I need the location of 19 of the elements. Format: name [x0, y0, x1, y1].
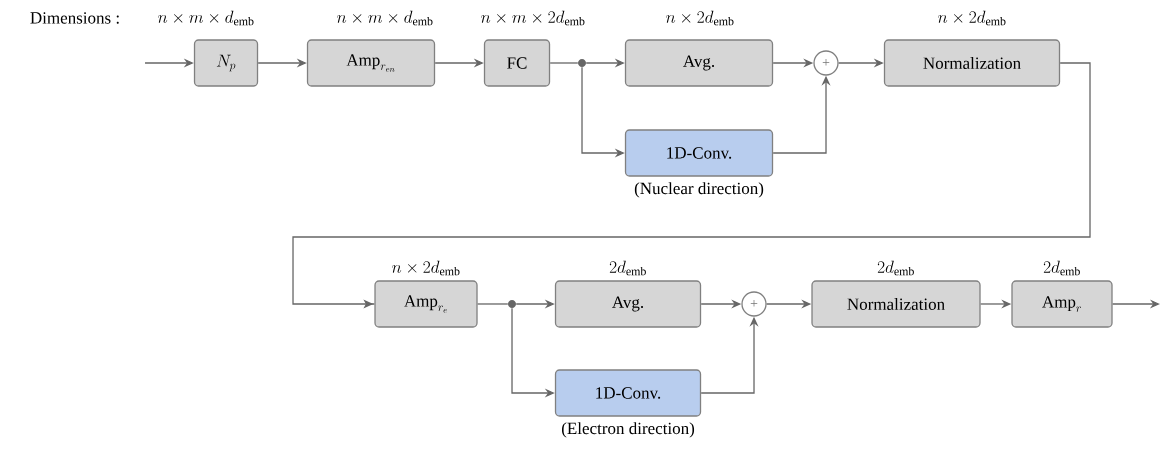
dimension-label: $n \times 2d_{\mathrm{emb}}$ [666, 10, 734, 26]
row-label: Dimensions : [30, 12, 119, 24]
dimension-label: $n \times 2d_{\mathrm{emb}}$ [938, 10, 1006, 26]
process-box: Avg. [624, 39, 774, 87]
node-label: (Electron direction) [561, 422, 695, 438]
dimension-label: $n \times m \times d_{\mathrm{emb}}$ [337, 10, 433, 26]
process-box: $\mathrm{Amp}_{r_e}$ [374, 280, 478, 328]
dimension-label: $n \times m \times d_{\mathrm{emb}}$ [158, 10, 254, 26]
process-box: $N_p$ [193, 39, 259, 87]
dimension-label: $n \times m \times 2d_{\mathrm{emb}}$ [481, 10, 585, 26]
process-box: $\mathrm{Amp}_r$ [1011, 280, 1113, 328]
process-box: Normalization [883, 39, 1061, 87]
process-box: Avg. [554, 280, 702, 328]
convolution-box: 1D-Conv. [554, 369, 702, 417]
process-box: FC [483, 39, 551, 87]
process-box: Normalization [811, 280, 981, 328]
convolution-box: 1D-Conv. [624, 129, 774, 177]
node-label: (Nuclear direction) [634, 182, 764, 198]
process-box: $\mathrm{Amp}_{r_{en}}$ [306, 39, 436, 87]
